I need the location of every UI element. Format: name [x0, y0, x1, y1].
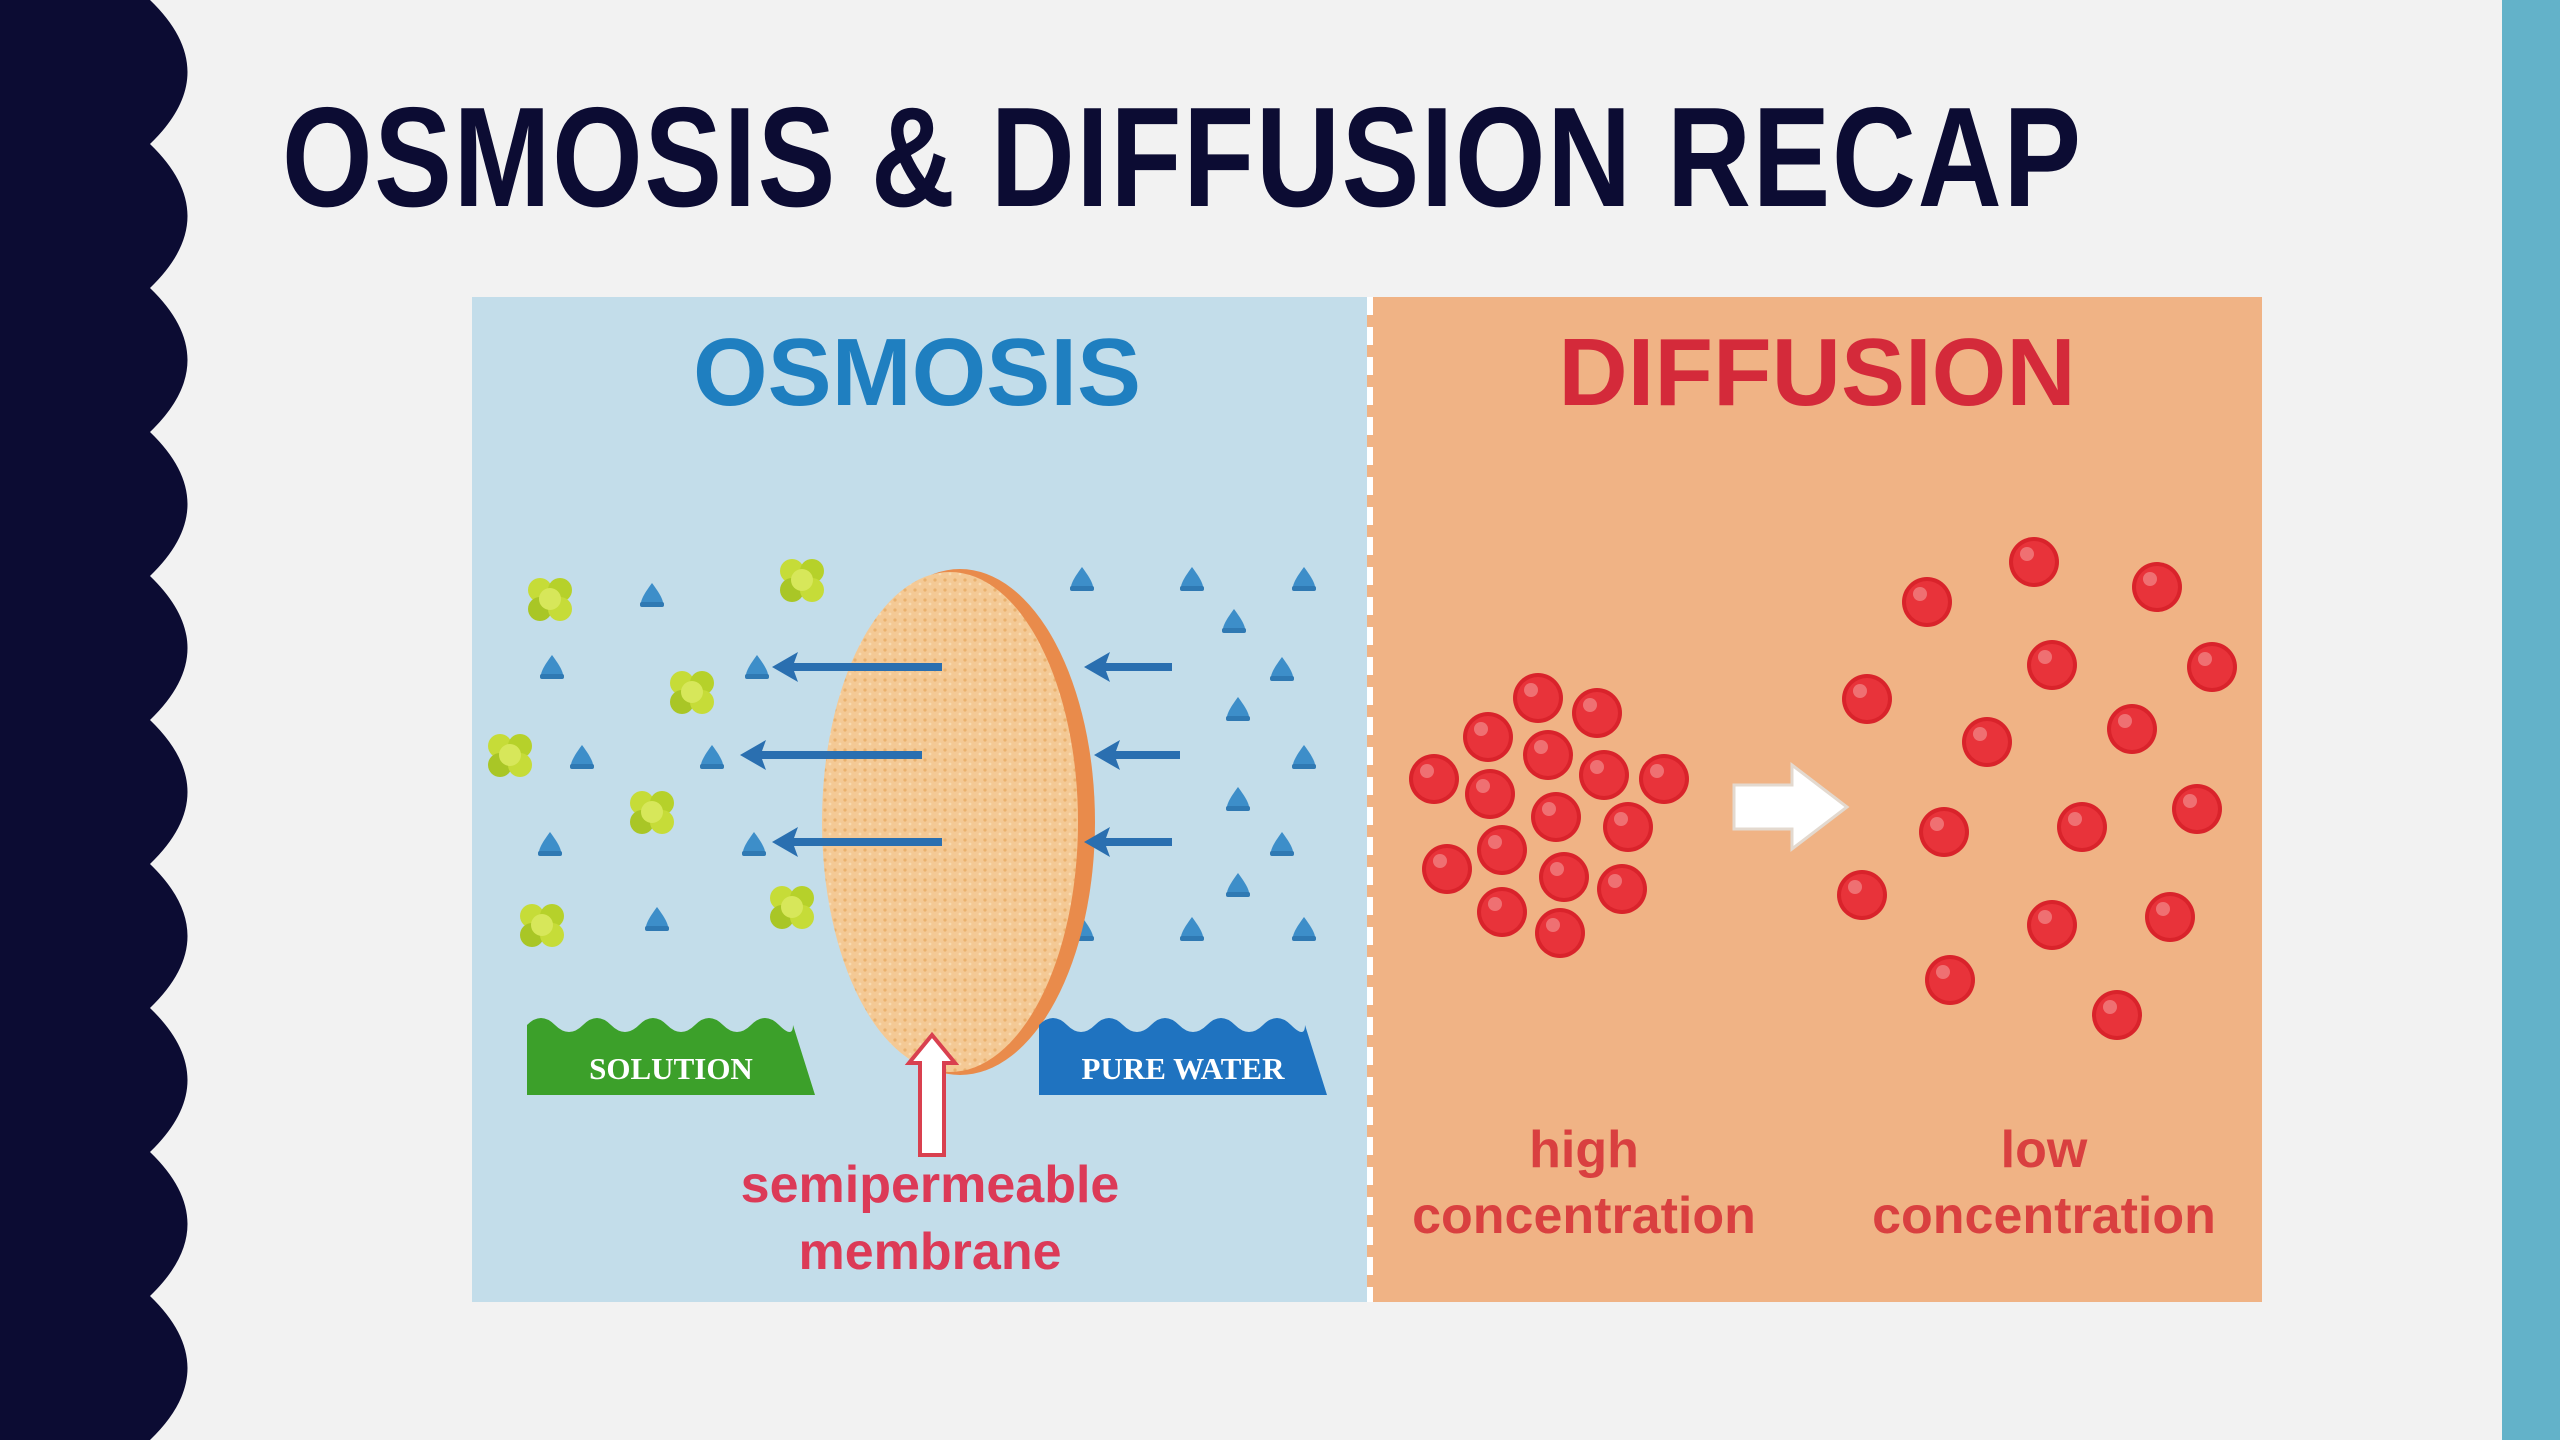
pure-water-label: PURE WATER	[1082, 1051, 1286, 1086]
high-concentration-label-line1: high	[1529, 1121, 1639, 1179]
left-wavy-band	[0, 0, 188, 1440]
membrane-label-line2: membrane	[799, 1223, 1062, 1281]
wavy-band-shape	[0, 0, 188, 1440]
solute-molecule	[488, 734, 532, 777]
particle	[2092, 990, 2142, 1040]
particle	[1523, 730, 1573, 780]
right-accent-band	[2502, 0, 2560, 1440]
solute-molecule	[770, 886, 814, 929]
particle	[2145, 892, 2195, 942]
flow-arrows-right	[1084, 652, 1180, 857]
particle	[1422, 844, 1472, 894]
particle	[2027, 900, 2077, 950]
arrow-left-icon	[1084, 827, 1172, 857]
solute-molecule	[520, 904, 564, 947]
pure-water-tag: PURE WATER	[1039, 1018, 1327, 1095]
particle	[1535, 908, 1585, 958]
solute-molecule	[528, 578, 572, 621]
particle	[1539, 852, 1589, 902]
arrow-left-icon	[740, 740, 922, 770]
particle	[1962, 717, 2012, 767]
arrow-left-icon	[772, 652, 942, 682]
particle	[1925, 955, 1975, 1005]
particle	[1465, 769, 1515, 819]
particle	[2009, 537, 2059, 587]
particle	[1579, 750, 1629, 800]
solute-molecule	[780, 559, 824, 602]
particle	[1842, 674, 1892, 724]
arrow-right-icon	[1732, 761, 1850, 853]
particle	[1463, 712, 1513, 762]
particle	[2107, 704, 2157, 754]
particle	[2187, 642, 2237, 692]
osmosis-heading: OSMOSIS	[693, 319, 1141, 426]
particle	[1603, 802, 1653, 852]
membrane-label-line1: semipermeable	[741, 1156, 1120, 1214]
slide-title: OSMOSIS & DIFFUSION RECAP	[282, 78, 2083, 237]
particle	[2132, 562, 2182, 612]
particle	[1919, 807, 1969, 857]
diffusion-heading: DIFFUSION	[1558, 319, 2075, 426]
solute-molecule	[630, 791, 674, 834]
particle	[2027, 640, 2077, 690]
solution-label: SOLUTION	[589, 1051, 753, 1086]
particle	[1597, 864, 1647, 914]
particle	[1513, 673, 1563, 723]
semipermeable-membrane-disc	[822, 569, 1095, 1075]
up-arrow-icon	[904, 1031, 960, 1157]
particle	[2057, 802, 2107, 852]
diffusion-panel: DIFFUSION	[1377, 297, 2262, 1302]
solution-tag: SOLUTION	[527, 1018, 815, 1095]
particle	[1902, 577, 1952, 627]
particle	[1572, 688, 1622, 738]
particle	[1639, 754, 1689, 804]
particle	[1531, 792, 1581, 842]
high-concentration-label-line2: concentration	[1412, 1187, 1756, 1245]
particle	[1477, 887, 1527, 937]
osmosis-panel: OSMOSIS	[472, 297, 1367, 1302]
particle	[1477, 825, 1527, 875]
arrow-left-icon	[1094, 740, 1180, 770]
particle	[1837, 870, 1887, 920]
arrow-left-icon	[1084, 652, 1172, 682]
arrow-left-icon	[772, 827, 942, 857]
flow-arrows-left	[740, 652, 942, 857]
osmosis-diffusion-figure: OSMOSIS	[472, 297, 2262, 1302]
low-concentration-label-line1: low	[2001, 1121, 2088, 1179]
solute-molecule	[670, 671, 714, 714]
low-concentration-label-line2: concentration	[1872, 1187, 2216, 1245]
particle	[2172, 784, 2222, 834]
particle	[1409, 754, 1459, 804]
